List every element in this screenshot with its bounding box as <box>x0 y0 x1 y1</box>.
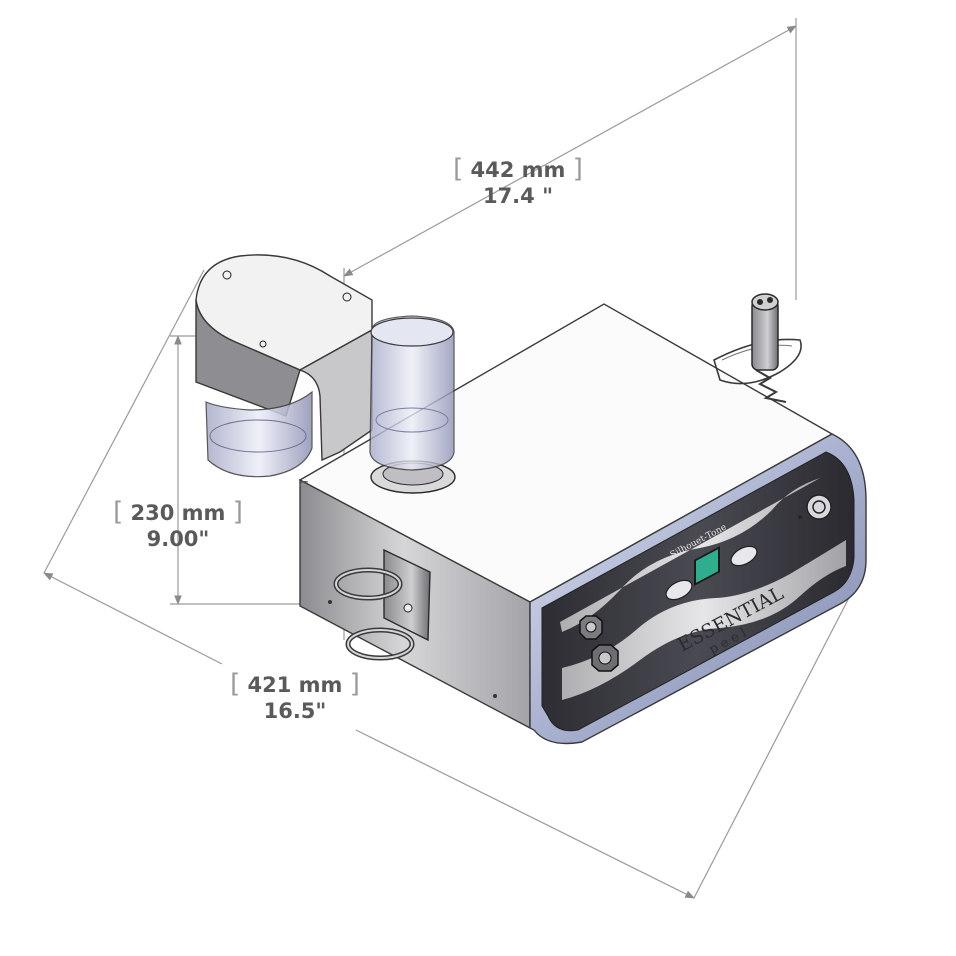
display-screen <box>694 546 720 586</box>
depth-dimension-line-a <box>43 572 223 665</box>
width-imperial: 17.4 " <box>482 184 554 208</box>
handpiece-holder <box>713 293 802 403</box>
depth-dimension-label: [ 421 mm ] 16.5" <box>230 669 360 723</box>
height-metric: 230 mm <box>130 501 226 525</box>
right-button[interactable] <box>728 542 760 569</box>
width-dimension-line <box>343 25 797 277</box>
connector-top[interactable] <box>579 615 603 640</box>
side-jar-holder <box>333 548 431 661</box>
power-button[interactable] <box>806 494 832 520</box>
connector-bottom[interactable] <box>591 644 619 672</box>
left-button[interactable] <box>663 576 695 603</box>
width-metric: 442 mm <box>470 158 566 182</box>
vacuum-jar <box>369 315 456 494</box>
front-wave-band <box>560 478 846 700</box>
power-icon <box>812 500 826 514</box>
arm-front <box>195 299 301 417</box>
depth-extension-right <box>693 591 853 899</box>
height-dimension-label: [ 230 mm ] 9.00" <box>113 497 243 551</box>
device-body <box>298 303 867 745</box>
width-dimension-label: [ 442 mm ] 17.4 " <box>453 154 583 208</box>
collection-arm <box>195 254 373 478</box>
depth-extension-left <box>43 269 205 574</box>
arm-post <box>298 328 373 462</box>
canister-cup <box>205 390 313 478</box>
depth-metric: 421 mm <box>247 673 343 697</box>
depth-imperial: 16.5" <box>263 699 327 723</box>
depth-dimension-line-b <box>355 729 695 899</box>
height-imperial: 9.00" <box>146 527 210 551</box>
